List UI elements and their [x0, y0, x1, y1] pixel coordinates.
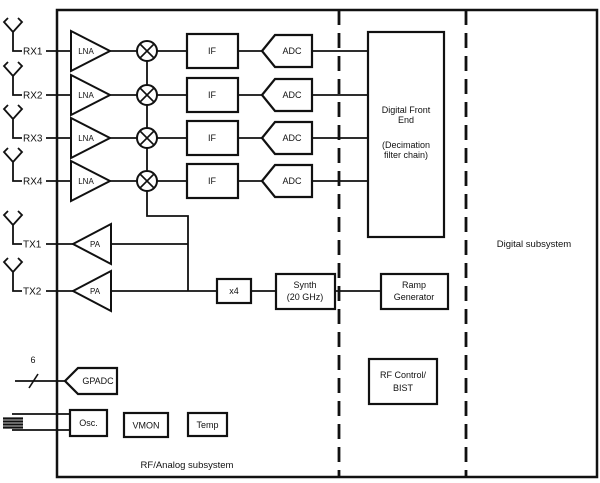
tx1-chain: TX1 PA — [2, 210, 188, 266]
antenna-icon — [2, 210, 24, 245]
rx3-chain: RX3 LNA IF ADC — [2, 104, 368, 160]
rx2-chain: RX2 LNA IF ADC — [2, 61, 368, 117]
mixer-icon — [136, 170, 158, 192]
rx4-chain: RX4 LNA IF ADC — [2, 147, 368, 203]
synth-label-line1: Synth — [293, 280, 316, 290]
ramp-label-line2: Generator — [394, 292, 435, 302]
antenna-icon — [2, 147, 24, 182]
vmon-label: VMON — [133, 421, 160, 431]
if-block — [185, 32, 240, 70]
dfe-label-line3: (Decimation — [382, 140, 430, 150]
temp-label: Temp — [196, 420, 218, 430]
lna-label: LNA — [78, 134, 94, 143]
bus-width-slash-icon — [28, 373, 39, 389]
adc-label: ADC — [282, 176, 302, 186]
tx1-label: TX1 — [23, 240, 42, 251]
if-label: IF — [208, 90, 217, 100]
vmon-block — [122, 411, 170, 439]
rf-control-label-line2: BIST — [393, 383, 414, 393]
dfe-label-line4: filter chain) — [384, 150, 428, 160]
lna-label: LNA — [78, 47, 94, 56]
mixer-icon — [136, 40, 158, 62]
lna-label: LNA — [78, 91, 94, 100]
lo-distribution-wire — [146, 61, 189, 291]
antenna-icon — [2, 257, 24, 292]
ramp-label-line1: Ramp — [402, 280, 426, 290]
rx4-label: RX4 — [23, 177, 43, 188]
synth-label-line2: (20 GHz) — [287, 292, 324, 302]
if-block — [185, 119, 240, 157]
tx2-chain: TX2 PA — [2, 257, 217, 313]
osc-block — [68, 408, 109, 438]
antenna-icon — [2, 17, 24, 52]
rf-control-bist-block — [367, 357, 439, 406]
ramp-generator-block — [379, 272, 450, 311]
rx1-chain: RX1 LNA IF ADC — [2, 17, 368, 73]
mixer-icon — [136, 127, 158, 149]
if-block — [185, 162, 240, 200]
adc-label: ADC — [282, 133, 302, 143]
x4-label: x4 — [229, 286, 239, 296]
temp-block — [186, 411, 229, 438]
if-label: IF — [208, 133, 217, 143]
mixer-icon — [136, 84, 158, 106]
crystal-icon — [3, 417, 23, 429]
oscillator-group: Osc. — [3, 408, 109, 438]
rf-control-label-line1: RF Control/ — [380, 370, 427, 380]
gpadc-bus-width-label: 6 — [30, 355, 35, 365]
x4-multiplier-block — [215, 277, 253, 305]
pa-label: PA — [90, 240, 101, 249]
lna-amplifier-icon — [70, 159, 113, 203]
antenna-icon — [2, 61, 24, 96]
gpadc-block — [63, 366, 119, 396]
synth-block — [274, 272, 337, 311]
adc-label: ADC — [282, 46, 302, 56]
if-block — [185, 76, 240, 114]
dfe-label-line1: Digital Front — [382, 105, 431, 115]
lna-amplifier-icon — [70, 73, 113, 117]
lna-amplifier-icon — [70, 116, 113, 160]
pa-label: PA — [90, 287, 101, 296]
osc-label: Osc. — [79, 418, 98, 428]
digital-subsystem-label: Digital subsystem — [497, 239, 572, 250]
antenna-icon — [2, 104, 24, 139]
tx2-label: TX2 — [23, 287, 42, 298]
digital-front-end-block — [366, 30, 446, 239]
dfe-label-line2: End — [398, 115, 414, 125]
gpadc-label: GPADC — [82, 376, 114, 386]
rf-analog-subsystem-label: RF/Analog subsystem — [141, 460, 234, 471]
lna-label: LNA — [78, 177, 94, 186]
gpadc-group: 6 GPADC — [15, 355, 119, 396]
rx1-label: RX1 — [23, 47, 43, 58]
if-label: IF — [208, 176, 217, 186]
rx2-label: RX2 — [23, 91, 43, 102]
osc-wires — [12, 413, 70, 431]
adc-label: ADC — [282, 90, 302, 100]
if-label: IF — [208, 46, 217, 56]
rx3-label: RX3 — [23, 134, 43, 145]
lna-amplifier-icon — [70, 29, 113, 73]
